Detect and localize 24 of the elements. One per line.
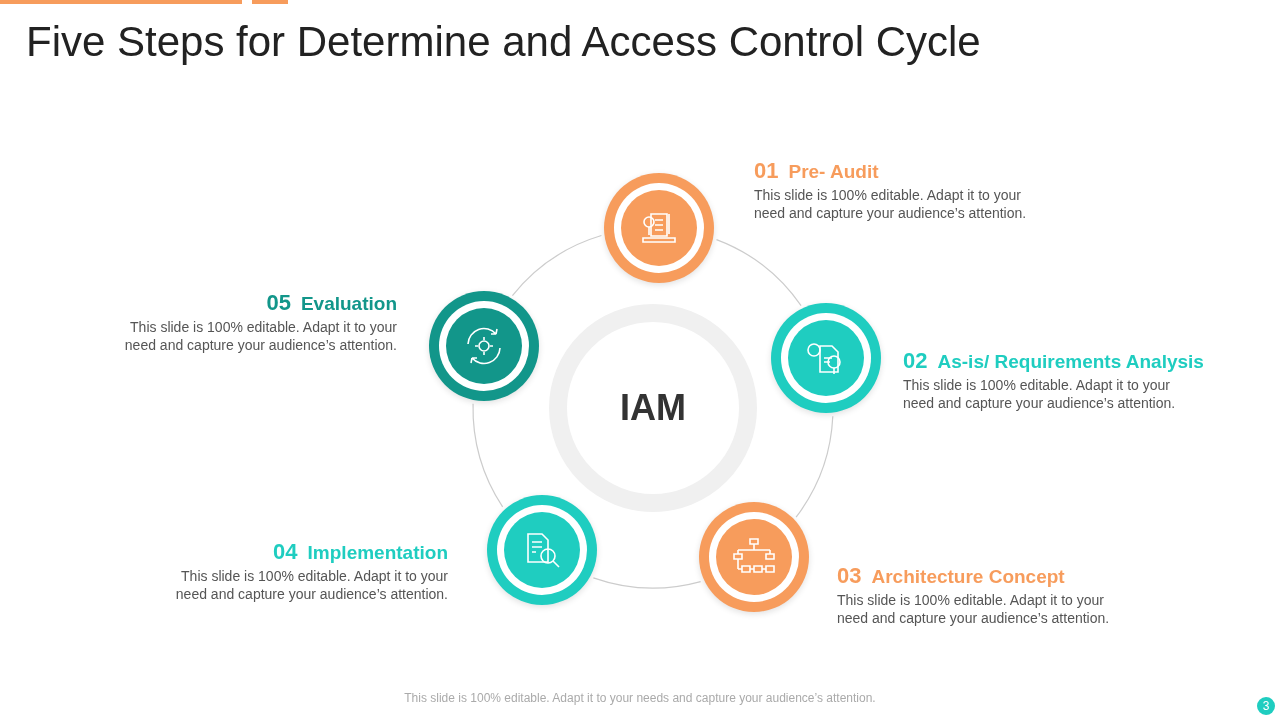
footer-note: This slide is 100% editable. Adapt it to your needs and capture your audience’s attention. bbox=[403, 691, 877, 705]
step-number: 05 bbox=[266, 290, 291, 315]
step-number: 01 bbox=[754, 158, 779, 183]
step-title: Architecture Concept bbox=[871, 566, 1065, 587]
slide-title: Five Steps for Determine and Access Control Cycle bbox=[26, 18, 981, 66]
step-description: This slide is 100% editable. Adapt it to your need and capture your audience’s attention. bbox=[837, 591, 1111, 627]
step-description: This slide is 100% editable. Adapt it to your need and capture your audience’s attention. bbox=[174, 567, 448, 603]
step-title: Pre- Audit bbox=[788, 161, 879, 182]
step-description: This slide is 100% editable. Adapt it to your need and capture your audience’s attention. bbox=[903, 376, 1177, 412]
connector-arc bbox=[795, 415, 834, 518]
step-number: 02 bbox=[903, 348, 928, 373]
step-number: 04 bbox=[273, 539, 298, 564]
step-title: Evaluation bbox=[300, 293, 397, 314]
page-number: 3 bbox=[1257, 697, 1275, 715]
connector-arc bbox=[715, 238, 802, 307]
connector-arc bbox=[472, 403, 504, 508]
step-title: Implementation bbox=[307, 542, 448, 563]
step-number: 03 bbox=[837, 563, 862, 588]
center-label: IAM bbox=[620, 387, 686, 429]
step-description: This slide is 100% editable. Adapt it to your need and capture your audience’s attention. bbox=[123, 318, 397, 354]
connector-arc bbox=[592, 577, 702, 589]
step-title: As-is/ Requirements Analysis bbox=[937, 351, 1204, 372]
connector-arc bbox=[511, 234, 602, 297]
step-description: This slide is 100% editable. Adapt it to your need and capture your audience’s attention. bbox=[754, 186, 1028, 222]
